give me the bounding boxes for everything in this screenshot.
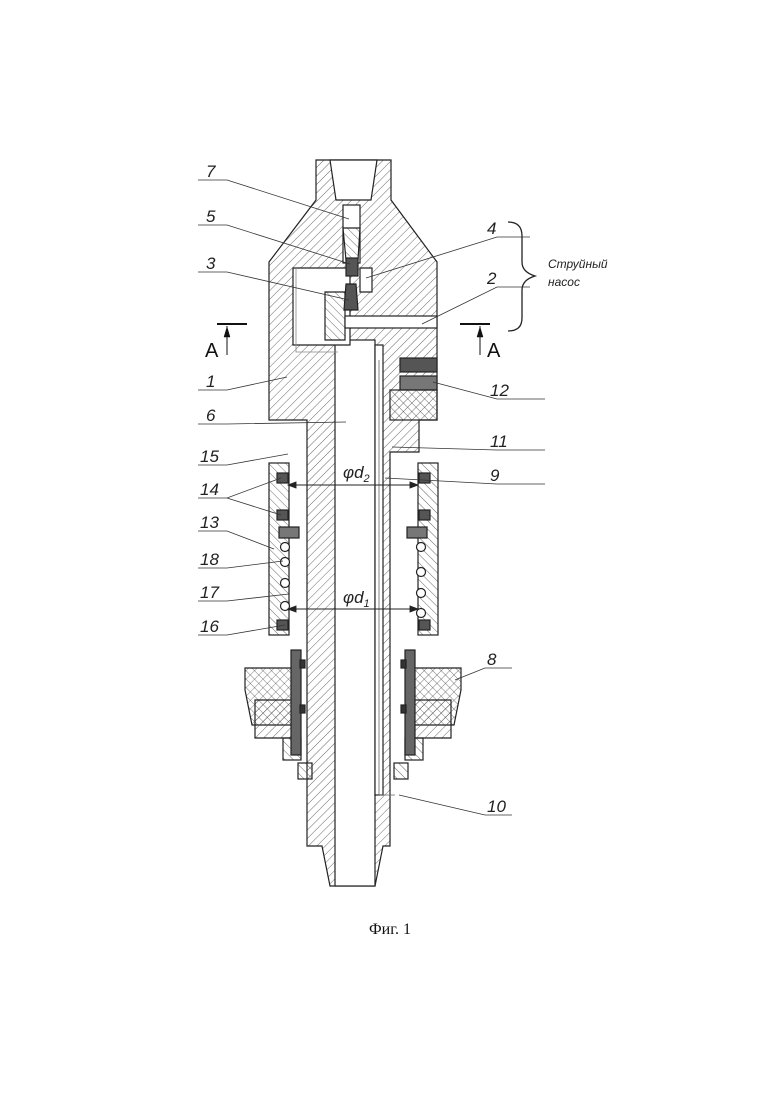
pump-brace xyxy=(508,222,535,331)
part-label-3: 3 xyxy=(206,254,216,273)
part-label-10: 10 xyxy=(487,797,506,816)
part-label-13: 13 xyxy=(200,513,219,532)
body-housing xyxy=(269,160,437,886)
part-label-12: 12 xyxy=(490,381,509,400)
section-letter-left: А xyxy=(205,340,219,362)
part-label-16: 16 xyxy=(200,617,219,636)
part-label-17: 17 xyxy=(200,583,219,602)
part-label-1: 1 xyxy=(206,372,215,391)
section-letter-right: А xyxy=(487,340,501,362)
part-label-18: 18 xyxy=(200,550,219,569)
part-label-8: 8 xyxy=(487,650,497,669)
part-label-15: 15 xyxy=(200,447,219,466)
part-label-2: 2 xyxy=(486,269,497,288)
figure-caption: Фиг. 1 xyxy=(0,921,780,939)
pump-annotation-line1: Струйный xyxy=(548,257,608,271)
part-label-14: 14 xyxy=(200,480,219,499)
part-label-4: 4 xyxy=(487,219,496,238)
part-label-7: 7 xyxy=(206,162,216,181)
part-label-9: 9 xyxy=(490,466,500,485)
pump-annotation-line2: насос xyxy=(548,275,580,289)
part-label-6: 6 xyxy=(206,406,216,425)
part-label-11: 11 xyxy=(490,432,508,451)
part-label-5: 5 xyxy=(206,207,216,226)
